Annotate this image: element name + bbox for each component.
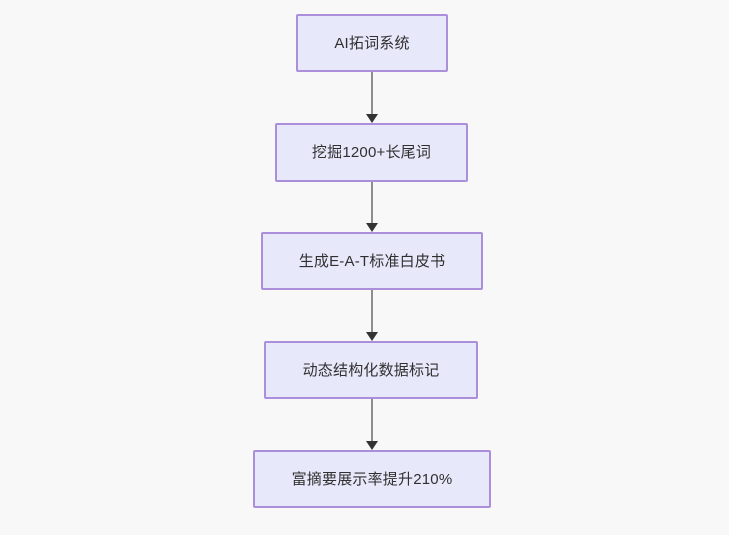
arrow-down-icon [366,332,378,341]
flowchart-node-mine-longtail-keywords[interactable]: 挖掘1200+长尾词 [275,123,468,182]
arrow-down-icon [366,223,378,232]
flowchart-node-generate-eat-whitepaper[interactable]: 生成E-A-T标准白皮书 [261,232,483,290]
node-label: 动态结构化数据标记 [302,361,440,379]
node-label: 生成E-A-T标准白皮书 [298,252,446,270]
flowchart-edge-2 [371,290,373,333]
flowchart-edge-1 [371,182,373,224]
flowchart-node-ai-keyword-system[interactable]: AI拓词系统 [296,14,448,72]
arrow-down-icon [366,114,378,123]
node-label: 富摘要展示率提升210% [291,470,453,488]
node-label: AI拓词系统 [334,34,410,52]
node-label: 挖掘1200+长尾词 [311,144,432,161]
flowchart-edge-0 [371,72,373,115]
flowchart-node-rich-snippet-impression-lift[interactable]: 富摘要展示率提升210% [253,450,491,508]
flowchart-edge-3 [371,399,373,442]
arrow-down-icon [366,441,378,450]
flowchart-node-dynamic-structured-data-markup[interactable]: 动态结构化数据标记 [264,341,478,399]
